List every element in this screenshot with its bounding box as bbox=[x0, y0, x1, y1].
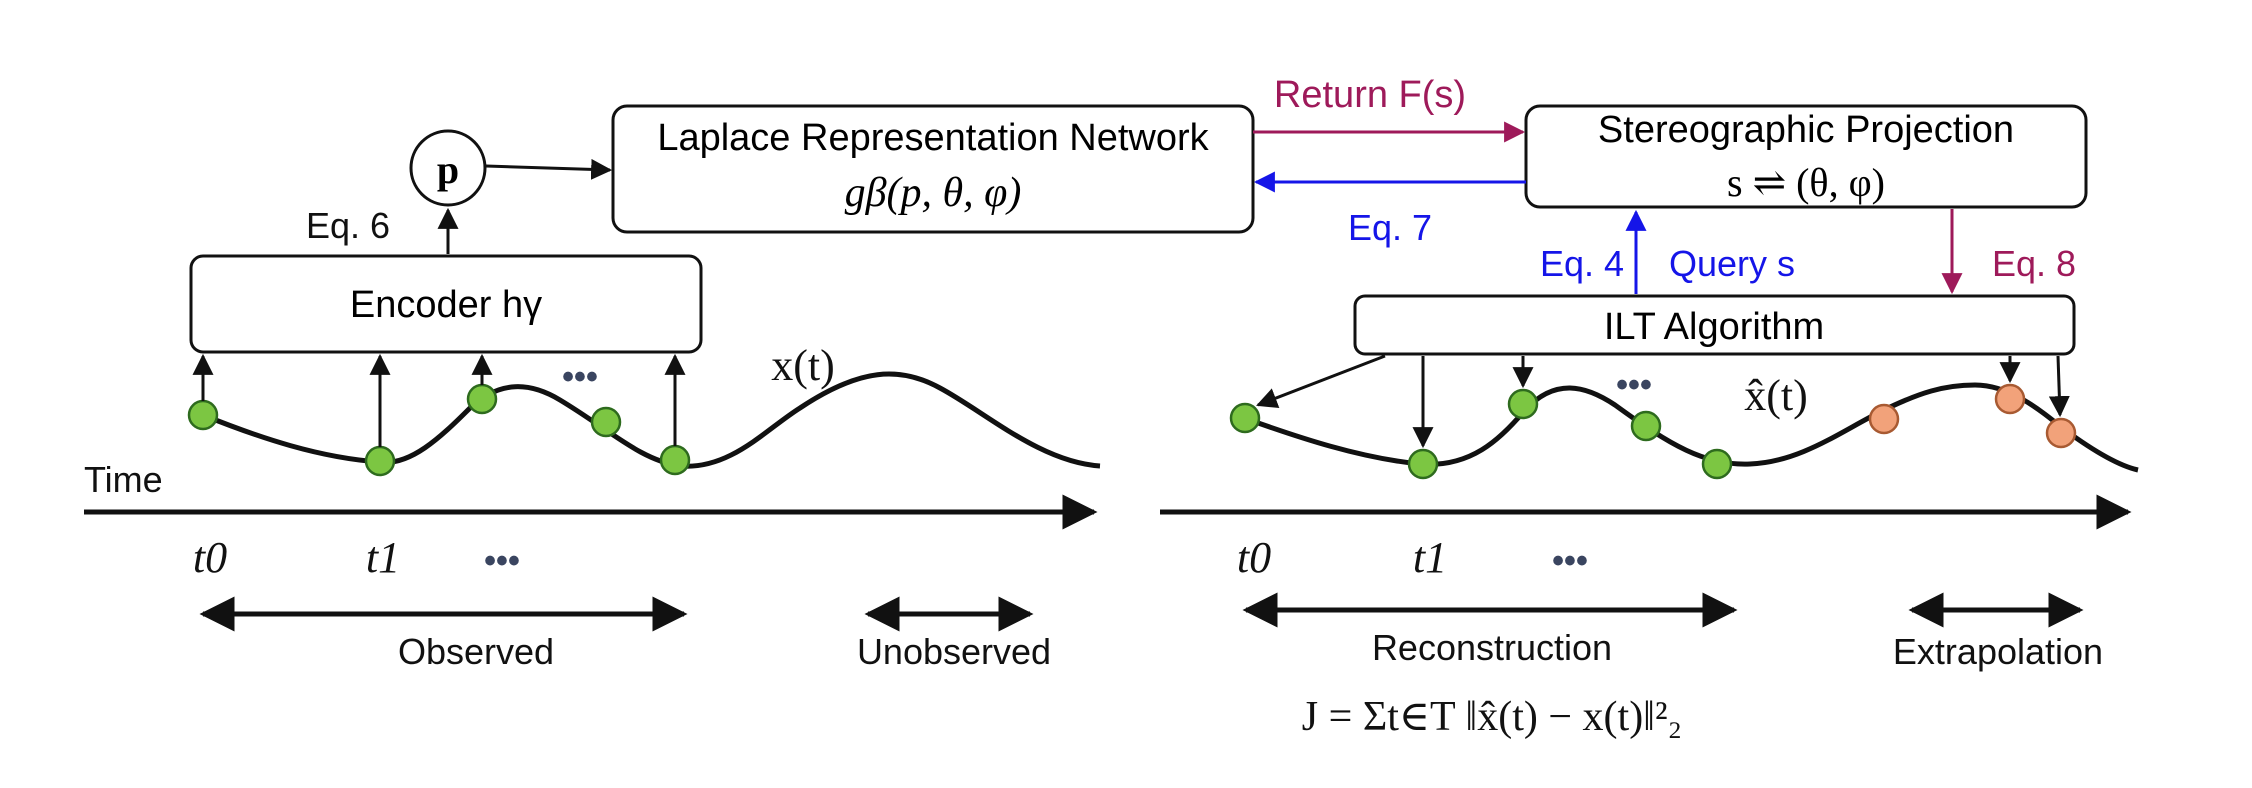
reconstruction-sample-point bbox=[1407, 448, 1439, 480]
node-p: p bbox=[409, 129, 487, 207]
stereographic-projection-box: Stereographic Projection s ⇌ (θ, φ) bbox=[1524, 104, 2088, 209]
observed-label: Observed bbox=[398, 631, 554, 672]
eq6-label: Eq. 6 bbox=[306, 205, 390, 246]
encoder-box: Encoder hγ bbox=[189, 254, 703, 354]
observed-sample-point bbox=[187, 399, 219, 431]
reconstruction-sample-point bbox=[1701, 448, 1733, 480]
node-p-label: p bbox=[437, 147, 459, 192]
extrapolation-sample-point bbox=[1868, 403, 1900, 435]
right-top-ellipsis: ••• bbox=[1616, 366, 1652, 404]
observed-sample-point bbox=[364, 445, 396, 477]
right-t0-label: t0 bbox=[1237, 533, 1271, 582]
ilt-to-sample-arrows bbox=[1256, 354, 2070, 449]
reconstruction-sample-point bbox=[1630, 410, 1662, 442]
stereo-box-title: Stereographic Projection bbox=[1598, 109, 2014, 151]
left-top-ellipsis: ••• bbox=[562, 358, 598, 396]
right-t1-label: t1 bbox=[1413, 533, 1447, 582]
eq7-label: Eq. 7 bbox=[1348, 207, 1432, 248]
observed-sample-point bbox=[590, 406, 622, 438]
left-signal-curve bbox=[202, 371, 1101, 469]
time-label: Time bbox=[84, 459, 163, 500]
x-t-label: x(t) bbox=[771, 341, 835, 390]
reconstruction-sample-point bbox=[1507, 388, 1539, 420]
eq8-label: Eq. 8 bbox=[1992, 243, 2076, 284]
reconstruction-label: Reconstruction bbox=[1372, 627, 1612, 668]
left-sample-to-encoder-arrows bbox=[192, 353, 686, 447]
right-samples bbox=[1229, 383, 2077, 480]
laplace-representation-network-box: Laplace Representation Network gβ(p, θ, … bbox=[611, 104, 1255, 234]
unobserved-label: Unobserved bbox=[857, 631, 1051, 672]
extrapolation-sample-point bbox=[2045, 417, 2077, 449]
ilt-box-label: ILT Algorithm bbox=[1604, 306, 1824, 348]
ilt-algorithm-box: ILT Algorithm bbox=[1353, 294, 2076, 356]
laplace-box-title: Laplace Representation Network bbox=[657, 117, 1209, 159]
observed-sample-point bbox=[659, 444, 691, 476]
left-t0-label: t0 bbox=[193, 533, 227, 582]
query-s-label: Query s bbox=[1669, 243, 1795, 284]
p-to-laplace-arrow bbox=[485, 158, 613, 180]
observed-sample-point bbox=[466, 383, 498, 415]
encoder-box-label: Encoder hγ bbox=[350, 284, 542, 326]
laplace-box-formula: gβ(p, θ, φ) bbox=[845, 170, 1022, 216]
left-samples bbox=[187, 383, 691, 477]
extrapolation-label: Extrapolation bbox=[1893, 631, 2103, 672]
stereo-box-formula: s ⇌ (θ, φ) bbox=[1727, 160, 1885, 205]
objective-formula: J = Σt∈T ‖x̂(t) − x(t)‖²₂ bbox=[1302, 694, 1682, 740]
eq4-label: Eq. 4 bbox=[1540, 243, 1624, 284]
x-hat-t-label: x̂(t) bbox=[1744, 371, 1808, 420]
right-axis-ellipsis: ••• bbox=[1552, 542, 1588, 580]
extrapolation-sample-point bbox=[1994, 383, 2026, 415]
reconstruction-sample-point bbox=[1229, 402, 1261, 434]
left-t1-label: t1 bbox=[366, 533, 400, 582]
left-axis-ellipsis: ••• bbox=[484, 542, 520, 580]
return-f-label: Return F(s) bbox=[1274, 74, 1466, 116]
